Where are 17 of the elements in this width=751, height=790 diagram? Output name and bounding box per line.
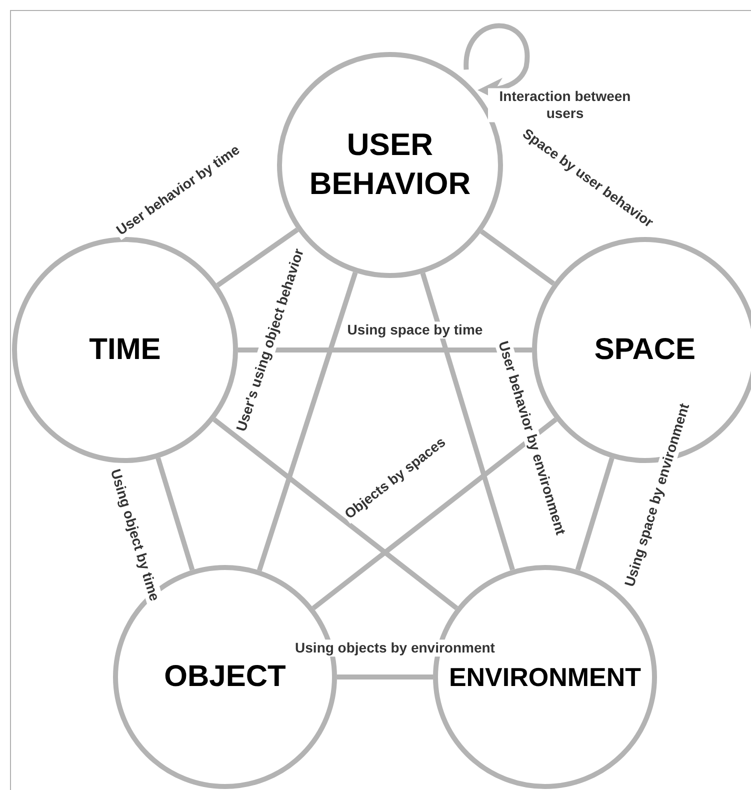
connector-line [575,457,614,571]
connector-line [216,228,299,288]
node-label: ENVIRONMENT [448,660,642,694]
edge-label: Using objects by environment [293,640,497,656]
edge-label: Using space by time [345,322,485,338]
connector-line [312,417,558,610]
node-label: TIME [88,332,162,368]
connector-line [156,457,195,571]
connector-line [238,348,532,352]
connector-line [480,229,555,286]
node-label: USER BEHAVIOR [308,126,472,203]
node-label: SPACE [593,332,697,368]
connector-line [420,272,515,571]
connector-line [256,272,358,572]
connector-line [337,674,433,680]
node-label: OBJECT [163,659,287,696]
connector-line [212,417,458,610]
